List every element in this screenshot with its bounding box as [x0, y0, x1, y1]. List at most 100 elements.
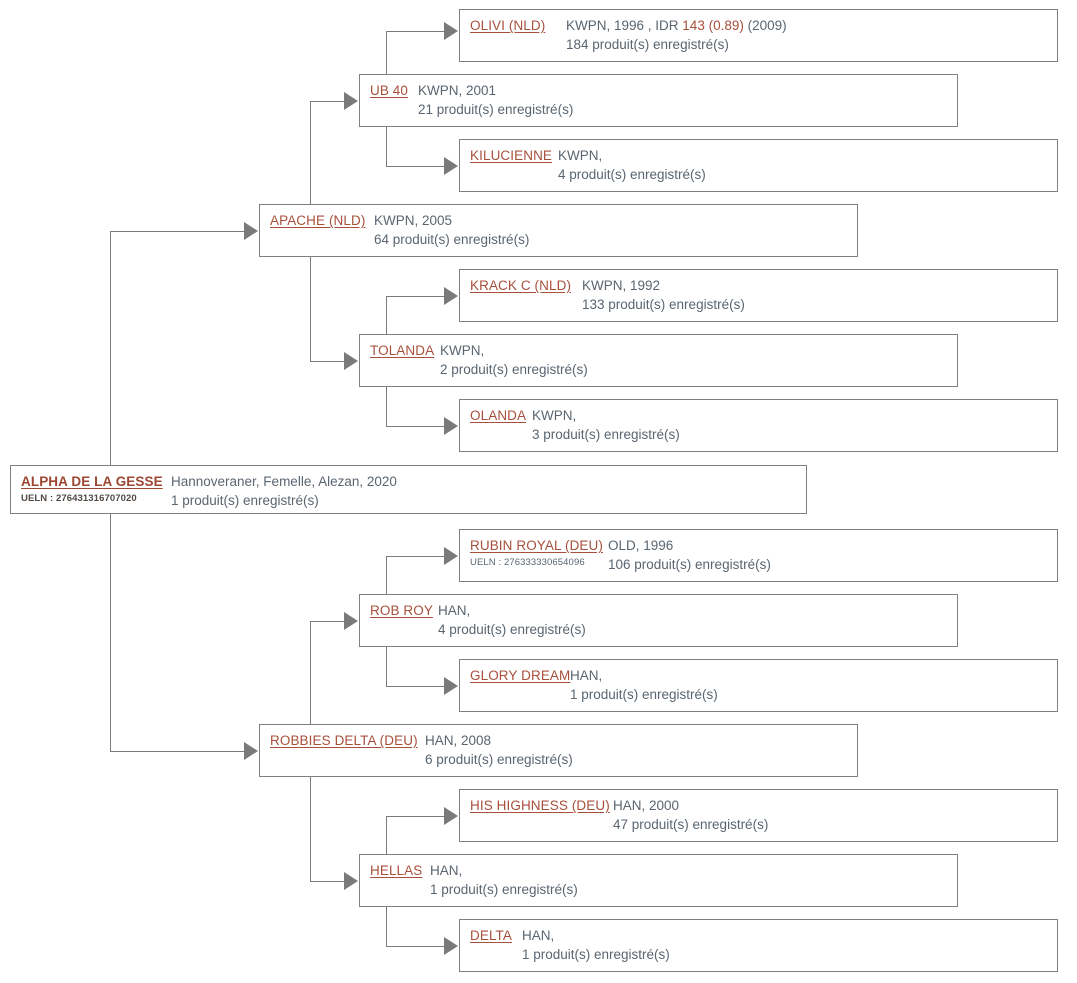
arrow-icon — [444, 417, 458, 435]
node-tolanda[interactable]: TOLANDA KWPN, 2 produit(s) enregistré(s) — [359, 334, 958, 387]
node-name-cell: OLANDA — [460, 406, 532, 426]
node-line2: 6 produit(s) enregistré(s) — [425, 752, 573, 768]
node-line1: OLD, 1996 — [608, 538, 674, 553]
node-line2: 133 produit(s) enregistré(s) — [582, 297, 745, 313]
connector-line — [310, 361, 344, 362]
node-kilucienne[interactable]: KILUCIENNE KWPN, 4 produit(s) enregistré… — [459, 139, 1058, 192]
node-link-robbies-delta[interactable]: ROBBIES DELTA (DEU) — [270, 733, 418, 748]
arrow-icon — [444, 157, 458, 175]
node-his-highness[interactable]: HIS HIGHNESS (DEU) HAN, 2000 47 produit(… — [459, 789, 1058, 842]
node-link-krackc[interactable]: KRACK C (NLD) — [470, 278, 572, 293]
node-line2: 1 produit(s) enregistré(s) — [570, 687, 718, 703]
node-link-apache[interactable]: APACHE (NLD) — [270, 213, 366, 228]
connector-line — [110, 514, 111, 752]
arrow-icon — [344, 872, 358, 890]
arrow-icon — [244, 222, 258, 240]
node-line1: KWPN, — [558, 148, 603, 163]
node-info: KWPN, 2005 64 produit(s) enregistré(s) — [374, 211, 857, 249]
node-line1: KWPN, 1992 — [582, 278, 661, 293]
connector-line — [310, 101, 344, 102]
node-line2: 64 produit(s) enregistré(s) — [374, 232, 530, 248]
node-link-subject[interactable]: ALPHA DE LA GESSE — [21, 474, 163, 489]
node-link-rob-roy[interactable]: ROB ROY — [370, 603, 433, 618]
node-info: HAN, 2008 6 produit(s) enregistré(s) — [425, 731, 857, 769]
node-line1: KWPN, — [440, 343, 485, 358]
node-ub40[interactable]: UB 40 KWPN, 2001 21 produit(s) enregistr… — [359, 74, 958, 127]
node-link-kilucienne[interactable]: KILUCIENNE — [470, 148, 553, 163]
node-info: Hannoveraner, Femelle, Alezan, 2020 1 pr… — [171, 472, 806, 510]
node-link-olivi[interactable]: OLIVI (NLD) — [470, 18, 546, 33]
node-line1: KWPN, — [532, 408, 577, 423]
node-link-tolanda[interactable]: TOLANDA — [370, 343, 435, 358]
node-info: KWPN, 2001 21 produit(s) enregistré(s) — [418, 81, 957, 119]
node-info: OLD, 1996 106 produit(s) enregistré(s) — [608, 536, 1057, 574]
node-link-hellas[interactable]: HELLAS — [370, 863, 423, 878]
node-line1-post: (2009) — [743, 18, 787, 33]
node-info: HAN, 1 produit(s) enregistré(s) — [430, 861, 957, 899]
node-link-glory-dream[interactable]: GLORY DREAM — [470, 668, 571, 683]
node-line1: KWPN, 2005 — [374, 213, 453, 228]
node-olanda[interactable]: OLANDA KWPN, 3 produit(s) enregistré(s) — [459, 399, 1058, 452]
node-glory-dream[interactable]: GLORY DREAM HAN, 1 produit(s) enregistré… — [459, 659, 1058, 712]
node-name-cell: APACHE (NLD) — [260, 211, 374, 231]
node-link-rubin-royal[interactable]: RUBIN ROYAL (DEU) — [470, 538, 603, 553]
node-info: KWPN, 1996 , IDR 143 (0.89) (2009) 184 p… — [566, 16, 1057, 54]
connector-line — [386, 123, 387, 166]
arrow-icon — [444, 547, 458, 565]
node-line2: 2 produit(s) enregistré(s) — [440, 362, 588, 378]
node-line2: 1 produit(s) enregistré(s) — [430, 882, 578, 898]
connector-line — [310, 621, 344, 622]
node-name-cell: KRACK C (NLD) — [460, 276, 582, 296]
node-info: KWPN, 2 produit(s) enregistré(s) — [440, 341, 957, 379]
node-name-cell: KILUCIENNE — [460, 146, 558, 166]
node-info: HAN, 1 produit(s) enregistré(s) — [570, 666, 1057, 704]
node-krackc[interactable]: KRACK C (NLD) KWPN, 1992 133 produit(s) … — [459, 269, 1058, 322]
arrow-icon — [444, 287, 458, 305]
node-link-ub40[interactable]: UB 40 — [370, 83, 409, 98]
node-line1: HAN, — [430, 863, 463, 878]
connector-line — [310, 621, 311, 773]
connector-line — [386, 686, 444, 687]
connector-line — [110, 231, 244, 232]
node-link-olanda[interactable]: OLANDA — [470, 408, 527, 423]
connector-line — [310, 101, 311, 253]
node-line2: 184 produit(s) enregistré(s) — [566, 37, 729, 53]
node-hellas[interactable]: HELLAS HAN, 1 produit(s) enregistré(s) — [359, 854, 958, 907]
node-line2: 3 produit(s) enregistré(s) — [532, 427, 680, 443]
node-line2: 21 produit(s) enregistré(s) — [418, 102, 574, 118]
node-delta[interactable]: DELTA HAN, 1 produit(s) enregistré(s) — [459, 919, 1058, 972]
node-robbies-delta[interactable]: ROBBIES DELTA (DEU) HAN, 2008 6 produit(… — [259, 724, 858, 777]
node-name-cell: ROBBIES DELTA (DEU) — [260, 731, 425, 751]
arrow-icon — [344, 92, 358, 110]
node-apache[interactable]: APACHE (NLD) KWPN, 2005 64 produit(s) en… — [259, 204, 858, 257]
node-olivi[interactable]: OLIVI (NLD) KWPN, 1996 , IDR 143 (0.89) … — [459, 9, 1058, 62]
node-rob-roy[interactable]: ROB ROY HAN, 4 produit(s) enregistré(s) — [359, 594, 958, 647]
node-name-cell: HELLAS — [360, 861, 430, 881]
node-line2: 4 produit(s) enregistré(s) — [438, 622, 586, 638]
connector-line — [110, 751, 244, 752]
connector-line — [386, 383, 387, 426]
connector-line — [310, 253, 311, 361]
connector-line — [310, 773, 311, 881]
node-link-delta[interactable]: DELTA — [470, 928, 513, 943]
connector-line — [386, 643, 387, 686]
node-info: KWPN, 4 produit(s) enregistré(s) — [558, 146, 1057, 184]
node-line1: HAN, 2008 — [425, 733, 492, 748]
arrow-icon — [444, 677, 458, 695]
node-rubin-royal[interactable]: RUBIN ROYAL (DEU) UELN : 276333330654096… — [459, 529, 1058, 582]
node-info: HAN, 2000 47 produit(s) enregistré(s) — [613, 796, 1057, 834]
node-line2: 106 produit(s) enregistré(s) — [608, 557, 771, 573]
node-line2: 1 produit(s) enregistré(s) — [522, 947, 670, 963]
node-line1: HAN, 2000 — [613, 798, 680, 813]
node-line1-pre: KWPN, 1996 , IDR — [566, 18, 683, 33]
connector-line — [386, 903, 387, 946]
node-line1: HAN, — [570, 668, 603, 683]
arrow-icon — [444, 22, 458, 40]
node-link-his-highness[interactable]: HIS HIGHNESS (DEU) — [470, 798, 610, 813]
node-subject-alpha-de-la-gesse[interactable]: ALPHA DE LA GESSE UELN : 276431316707020… — [10, 465, 807, 514]
connector-line — [386, 816, 444, 817]
connector-line — [386, 166, 444, 167]
connector-line — [310, 881, 344, 882]
node-name-cell: RUBIN ROYAL (DEU) UELN : 276333330654096 — [460, 536, 608, 570]
